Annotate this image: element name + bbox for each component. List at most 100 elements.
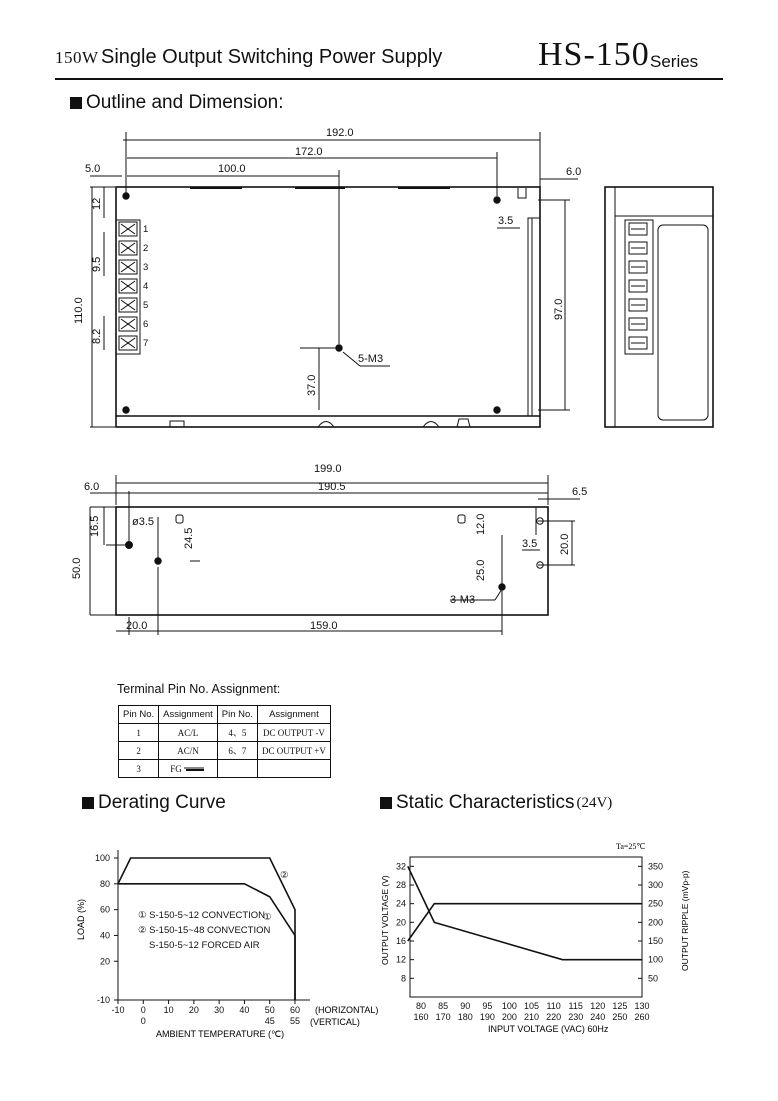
dim-3-5: 3.5 xyxy=(498,215,513,227)
x-tick-label-vertical: 45 xyxy=(265,1016,275,1026)
table-header: Pin No. xyxy=(117,705,160,724)
hole-diameter-label: ø3.5 xyxy=(132,516,154,528)
dim-100: 100.0 xyxy=(218,163,246,175)
x-tick-label-bottom: 250 xyxy=(612,1012,627,1022)
table-row: 3 FG xyxy=(117,759,331,778)
side-view-drawing: 199.0 190.5 6.0 6.5 16.5 24.5 12.0 20.0 … xyxy=(71,463,587,635)
dim-110: 110.0 xyxy=(73,297,85,324)
table-header: Pin No. xyxy=(216,705,258,724)
dim-172: 172.0 xyxy=(295,146,323,158)
dim-16-5: 16.5 xyxy=(89,516,101,537)
static-section-title: Static Characteristics (24V) xyxy=(380,792,612,814)
x-tick-label-top: 90 xyxy=(460,1001,470,1011)
dim-37: 37.0 xyxy=(306,375,318,396)
legend-entry-2: ② S-150-15~48 CONVECTION xyxy=(138,925,270,936)
pin-number: 7 xyxy=(143,338,148,349)
derating-xlabel: AMBIENT TEMPERATURE (℃) xyxy=(156,1029,284,1039)
output-voltage-line xyxy=(407,902,642,942)
ta-note: Ta=25℃ xyxy=(616,842,645,851)
dim-3-5: 3.5 xyxy=(522,538,537,550)
derating-ylabel: LOAD (%) xyxy=(76,899,86,940)
curve-label-2: ② xyxy=(280,870,289,881)
x-tick-label-top: 85 xyxy=(438,1001,448,1011)
x-tick-label-bottom: 180 xyxy=(458,1012,473,1022)
table-cell: 4、5 xyxy=(216,723,258,742)
pin-number: 1 xyxy=(143,224,148,235)
table-cell: FG xyxy=(158,759,218,778)
y-right-tick-label: 200 xyxy=(648,917,663,927)
dim-6-5: 6.5 xyxy=(572,486,587,498)
y-left-tick-label: 8 xyxy=(401,973,406,983)
x-tick-label: 0 xyxy=(141,1005,146,1015)
dim-5: 5.0 xyxy=(85,163,100,175)
x-tick-label-bottom: 220 xyxy=(546,1012,561,1022)
model-name: HS-150 xyxy=(538,36,650,73)
table-cell xyxy=(216,759,258,778)
wattage-label: 150W xyxy=(55,48,99,67)
derating-section-title: Derating Curve xyxy=(82,792,226,814)
pin-number: 6 xyxy=(143,319,148,330)
y-right-tick-label: 350 xyxy=(648,861,663,871)
dim-20-bottom: 20.0 xyxy=(126,620,147,632)
table-cell: 2 xyxy=(117,741,160,760)
y-right-tick-label: 300 xyxy=(648,880,663,890)
outline-section-title: Outline and Dimension: xyxy=(70,92,284,114)
terminal-screw-icon xyxy=(118,297,138,313)
x-tick-label-top: 115 xyxy=(569,1001,583,1011)
terminal-icon xyxy=(628,317,648,331)
product-title: Single Output Switching Power Supply xyxy=(101,46,443,68)
terminal-icon xyxy=(628,260,648,274)
terminal-screw-icon xyxy=(118,259,138,275)
y-right-tick-label: 150 xyxy=(648,936,663,946)
terminal-screw-icon xyxy=(118,240,138,256)
x-tick-label-bottom: 210 xyxy=(524,1012,539,1022)
x-tick-label-bottom: 170 xyxy=(436,1012,451,1022)
top-view-drawing: 192.0 172.0 100.0 5.0 6.0 3.5 12 9.5 8.2… xyxy=(73,127,714,428)
vertical-label: (VERTICAL) xyxy=(310,1017,360,1027)
outline-title-text: Outline and Dimension: xyxy=(86,92,284,113)
dim-12: 12.0 xyxy=(475,514,487,535)
x-tick-label-top: 95 xyxy=(482,1001,492,1011)
x-tick-label: -10 xyxy=(111,1005,124,1015)
x-tick-label: 50 xyxy=(265,1005,275,1015)
bullet-square-icon xyxy=(82,797,94,809)
x-tick-label-top: 120 xyxy=(590,1001,605,1011)
curve-label-1: ① xyxy=(263,912,272,923)
top-view-body xyxy=(115,186,541,428)
terminal-icon xyxy=(628,241,648,255)
table-cell: 1 xyxy=(117,723,160,742)
legend-entry-1: ① S-150-5~12 CONVECTION xyxy=(138,910,265,921)
dim-24-5: 24.5 xyxy=(183,528,195,549)
static-title-text: Static Characteristics xyxy=(396,792,575,813)
dim-6: 6.0 xyxy=(84,481,99,493)
dim-12: 12 xyxy=(91,198,103,210)
series-label: Series xyxy=(650,52,699,71)
y-tick-label: 40 xyxy=(100,930,110,940)
screw-note-3m3: 3-M3 xyxy=(450,594,475,606)
dim-8-2: 8.2 xyxy=(91,329,103,344)
y-tick-label: -10 xyxy=(97,995,110,1005)
dim-199: 199.0 xyxy=(314,463,342,475)
static-ylabel-right: OUTPUT RIPPLE (mVp-p) xyxy=(680,870,690,971)
dim-159: 159.0 xyxy=(310,620,338,632)
dim-9-5: 9.5 xyxy=(91,257,103,272)
y-right-tick-label: 100 xyxy=(648,955,663,965)
x-tick-label-top: 100 xyxy=(502,1001,517,1011)
x-tick-label: 40 xyxy=(239,1005,249,1015)
x-tick-label-bottom: 190 xyxy=(480,1012,495,1022)
table-cell xyxy=(256,759,331,778)
x-tick-label-top: 130 xyxy=(634,1001,649,1011)
horizontal-label: (HORIZONTAL) xyxy=(315,1005,378,1015)
dim-190-5: 190.5 xyxy=(318,481,346,493)
bullet-square-icon xyxy=(70,97,82,109)
x-tick-label: 10 xyxy=(164,1005,174,1015)
y-right-tick-label: 250 xyxy=(648,899,663,909)
y-left-tick-label: 16 xyxy=(396,936,406,946)
screw-note-5m3: 5-M3 xyxy=(358,353,383,365)
ground-symbol-icon xyxy=(183,767,204,772)
y-left-tick-label: 12 xyxy=(396,955,406,965)
x-tick-label-top: 80 xyxy=(416,1001,426,1011)
table-cell: AC/L xyxy=(158,723,218,742)
pin-table-title: Terminal Pin No. Assignment: xyxy=(117,682,281,696)
y-left-tick-label: 20 xyxy=(396,917,406,927)
